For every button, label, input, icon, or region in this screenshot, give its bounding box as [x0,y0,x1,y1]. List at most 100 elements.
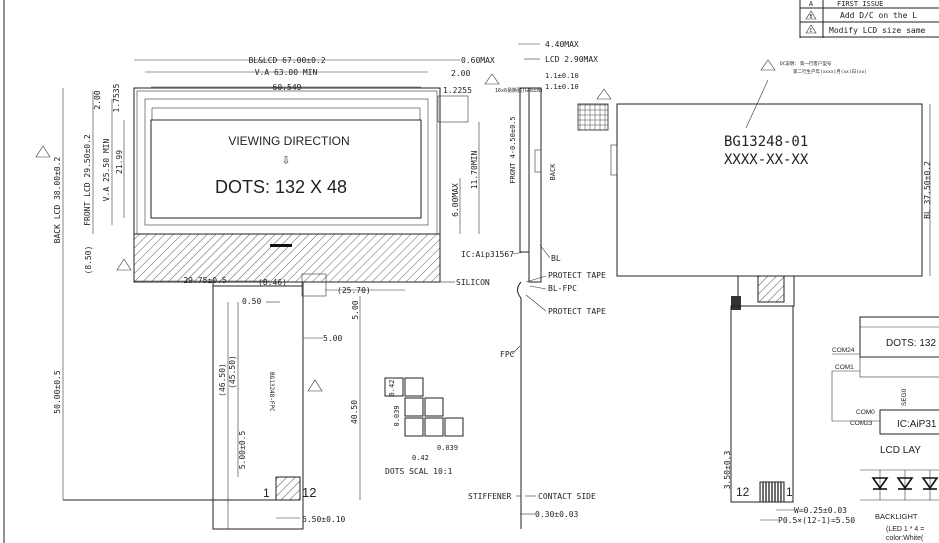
rev-mark-a: A [809,0,814,8]
layout-lcd-box [859,316,939,358]
ic-label: IC:Aip31567 [461,250,514,259]
side-backlight [528,87,542,283]
dim-030: 0.30±0.03 [535,510,579,519]
dim-aa-width: 60.549 [273,83,302,92]
layout-com23: COM23 [850,420,873,427]
fpc-marking: BG13248-FPC [268,372,275,412]
bl-fpc-label: BL-FPC [548,284,577,293]
back-pin-12: 12 [736,485,750,499]
rev-desc-c: Modify LCD size same [829,26,926,35]
dim-200-left: 2.00 [93,90,102,109]
back-date-code: XXXX-XX-XX [724,152,809,168]
dot-dim-042-b: 0.42 [412,454,429,462]
bl-fpc-outline [301,273,327,297]
viewing-area [144,98,429,226]
layout-title: LCD LAY [880,445,921,456]
back-pull-tab [577,103,609,131]
rev-triangle-b-icon [805,10,817,20]
front-view: VIEWING DIRECTION ⇩ DOTS: 132 X 48 BG132… [35,56,543,530]
led-1-icon [871,470,889,500]
dot-dim-042-a: 0.42 [388,380,396,397]
back-pin-1: 1 [786,485,793,499]
dim-12255: 1.2255 [443,86,472,95]
dim-back-lcd: BACK LCD 38.00±0.2 [53,156,62,243]
dim-500-b: 5.00 [351,300,360,319]
dim-lcd-290: LCD 2.90MAX [545,55,598,64]
dim-17535: 1.7535 [112,83,121,112]
dim-2975: 29.75±0.5 [183,276,227,285]
side-lcd-glass [519,87,530,253]
green-pull-tab [437,95,469,123]
back-fpc-contacts [759,481,785,503]
dim-2570: (25.70) [337,286,371,295]
dim-front-side: FRONT 4-0.50±0.5 [509,116,517,183]
layout-ic: IC:AiP31 [897,419,937,430]
side-pcb [534,149,542,173]
layout-com24: COM24 [832,347,855,354]
dim-va-width: V.A 63.00 MIN [255,68,318,77]
polarizer-strip [151,107,421,121]
rev-desc-b: Add D/C on the L [840,11,917,20]
dim-600max: 6.00MAX [451,183,460,217]
dim-500-a: 5.00 [323,334,342,343]
dim-850: (8.50) [84,246,93,275]
dim-110-a: 1.1±0.10 [545,72,579,80]
dot-scale-detail: 0.42 0.039 0.039 0.42 DOTS SCAL 10:1 [384,377,464,476]
dim-110-b: 1.1±0.10 [545,83,579,91]
dim-650: 6.50±0.10 [302,515,346,524]
dim-050: 0.50 [242,297,261,306]
dim-846: (8.46) [258,278,287,287]
rev-triangle-fpc-icon [307,379,323,392]
back-view: DC说明: 第一行客户型号 第二行生产年(xxxx)月(xx)日(xx) BG1… [577,59,932,525]
silicon-label: SILICON [456,278,490,287]
viewing-direction-arrow-icon: ⇩ [282,152,290,168]
dim-200-top: 2.00 [451,69,470,78]
led-2-icon [896,470,914,500]
dim-5000: 50.00±0.5 [53,370,62,414]
viewing-direction-label: VIEWING DIRECTION [228,134,349,148]
revision-table: A FIRST ISSUE B Add D/C on the L C Modif… [799,0,939,38]
dim-350: 3.50±0.3 [723,451,732,490]
dim-va-height: V.A 25.50 MIN [102,139,111,202]
dim-aa-height: 21.99 [115,150,124,174]
dot-dim-039-b: 0.039 [437,444,458,452]
dim-pin-width: W=0.25±0.03 [794,506,847,515]
fpc-tail [212,285,304,530]
fpc-contact-pads [275,476,301,501]
dim-4650: (46.50) [218,363,227,397]
dc-note-2: 第二行生产年(xxxx)月(xx)日(xx) [793,68,867,75]
back-connector [731,296,741,310]
back-backlight-outline [616,103,923,277]
lcd-layout-block: DOTS: 132 COM24 COM1 IC:AiP31 COM0 COM23… [831,316,939,542]
back-model-number: BG13248-01 [724,134,808,150]
rev-triangle-back-icon [596,88,612,100]
protect-tape-2: PROTECT TAPE [548,307,606,316]
side-fpc-path [517,281,522,529]
rev-mark-b: B [809,14,812,20]
dc-note-1: DC说明: 第一行客户型号 [780,60,832,67]
protect-tape-1: PROTECT TAPE [548,271,606,280]
front-pin-1: 1 [263,486,270,500]
rev-desc-a: FIRST ISSUE [837,0,883,8]
layout-led-note: (LED 1 * 4 = [886,526,924,533]
stiffener-label: STIFFENER [468,492,512,501]
rev-mark-c: C [809,28,812,34]
dim-front-lcd: FRONT LCD 29.50±0.2 [83,134,92,226]
layout-color-note: color:White( [886,535,924,542]
layout-ic-box [879,409,939,435]
ic-chip [270,244,292,247]
dim-pin-pitch: P0.5×(12-1)=5.50 [778,516,855,525]
dim-4550: (45.50) [228,355,237,389]
back-fpc-tail [730,305,794,503]
dim-4050: 40.50 [350,400,359,424]
rev-triangle-dc-icon [760,59,776,71]
green-note: 16x6易撕贴(GREEN) [495,87,543,94]
dot-scale-label: DOTS SCAL 10:1 [385,467,453,476]
dim-1170min: 11.70MIN [470,151,479,190]
bl-label: BL [551,254,561,263]
dim-500-c: 5.00±0.5 [238,431,247,470]
layout-com1: COM1 [835,364,854,371]
layout-com0: COM0 [856,409,875,416]
back-fpc-hatched [757,275,785,303]
